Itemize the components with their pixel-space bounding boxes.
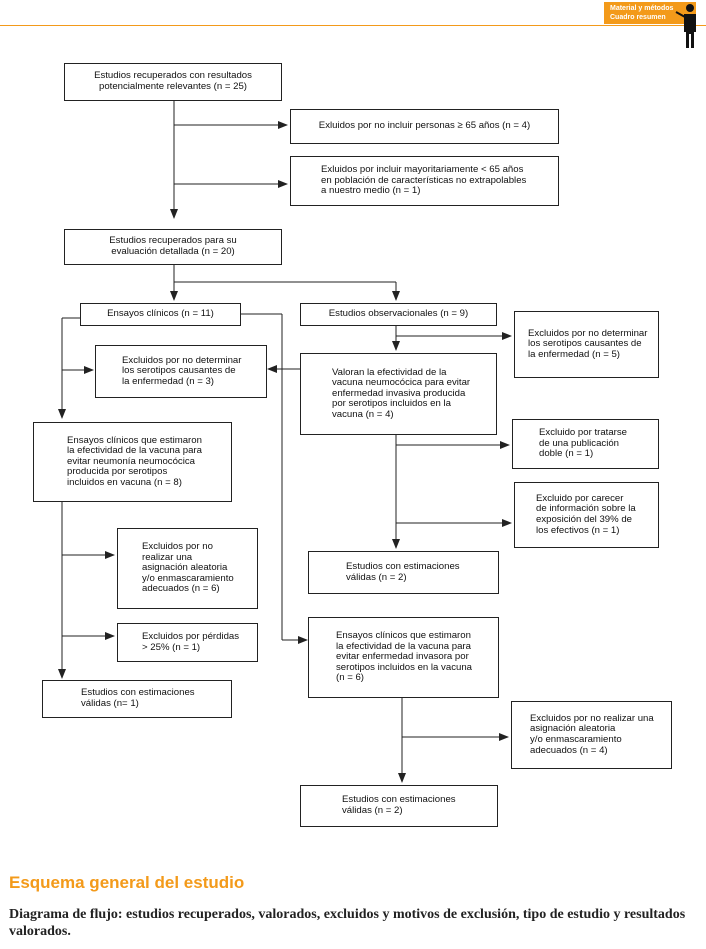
box-excluded-age-65: Exluidos por no incluir personas ≥ 65 añ… (290, 109, 559, 144)
box-recovered-studies: Estudios recuperados con resultados pote… (64, 63, 282, 101)
box-excluded-serotypes-3: Excluidos por no determinar los serotipo… (95, 345, 267, 398)
box-excluded-missing-exposure: Excluido por carecer de información sobr… (514, 482, 659, 548)
box-valid-estimates-pneumonia: Estudios con estimaciones válidas (n= 1) (42, 680, 232, 718)
figure-caption: Diagrama de flujo: estudios recuperados,… (9, 907, 686, 939)
box-trials-pneumonia: Ensayos clínicos que estimaron la efecti… (33, 422, 232, 502)
section-tag: Material y métodos Cuadro resumen (604, 2, 696, 24)
section-tag-line1: Material y métodos (610, 5, 674, 12)
box-vaccine-effectiveness-invasive: Valoran la efectividad de la vacuna neum… (300, 353, 497, 435)
header-rule (0, 25, 706, 26)
box-excluded-losses: Excluidos por pérdidas > 25% (n = 1) (117, 623, 258, 662)
box-valid-estimates-obs: Estudios con estimaciones válidas (n = 2… (308, 551, 499, 594)
presenter-figure-icon (675, 4, 696, 48)
section-title: Esquema general del estudio (9, 873, 245, 892)
box-clinical-trials: Ensayos clínicos (n = 11) (80, 303, 241, 326)
box-trials-invasive: Ensayos clínicos que estimaron la efecti… (308, 617, 499, 698)
box-excluded-no-randomization-4: Excluidos por no realizar una asignación… (511, 701, 672, 769)
box-excluded-under-65: Exluidos por incluir mayoritariamente < … (290, 156, 559, 206)
box-observational-studies: Estudios observacionales (n = 9) (300, 303, 497, 326)
box-detailed-evaluation: Estudios recuperados para su evaluación … (64, 229, 282, 265)
box-excluded-double-publication: Excluido por tratarse de una publicación… (512, 419, 659, 469)
box-excluded-serotypes-5: Excluidos por no determinar los serotipo… (514, 311, 659, 378)
box-excluded-no-randomization-6: Excluidos por no realizar una asignación… (117, 528, 258, 609)
section-tag-line2: Cuadro resumen (610, 14, 666, 21)
box-valid-estimates-trials: Estudios con estimaciones válidas (n = 2… (300, 785, 498, 827)
